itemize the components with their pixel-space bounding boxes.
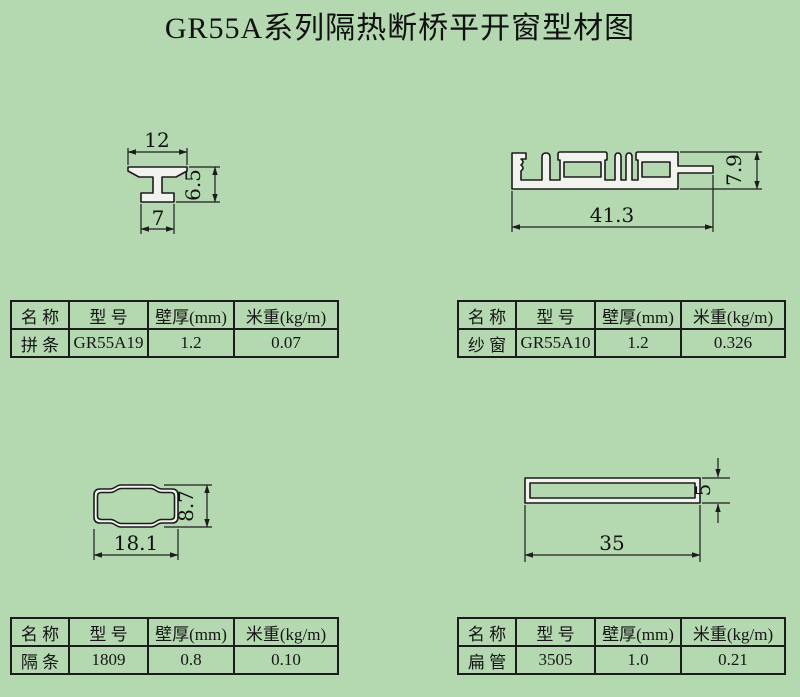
col-header-model: 型 号 <box>68 300 149 330</box>
dim-width-pintiao: 12 <box>127 128 188 165</box>
cell-model: GR55A19 <box>68 328 149 358</box>
cell-wall: 0.8 <box>147 645 235 675</box>
cell-name: 扁 管 <box>457 645 517 675</box>
spec-table-shachuang: 名 称 型 号 壁厚(mm) 米重(kg/m) 纱 窗 GR55A10 1.2 … <box>457 300 786 358</box>
profile-outline-getiao <box>93 484 179 528</box>
page-title: GR55A系列隔热断桥平开窗型材图 <box>164 12 636 45</box>
cell-weight: 0.10 <box>233 645 339 675</box>
dim-height-bianguan: 5 <box>691 458 730 523</box>
dim-label-bottom: 7 <box>152 206 165 230</box>
dim-label-width: 41.3 <box>590 203 635 227</box>
header-row: 名 称 型 号 壁厚(mm) 米重(kg/m) <box>457 300 786 330</box>
profile-outline-pintiao <box>127 166 188 203</box>
dim-label-width: 35 <box>599 531 624 555</box>
cell-weight: 0.326 <box>680 328 786 358</box>
col-header-name: 名 称 <box>457 300 517 330</box>
col-header-model: 型 号 <box>515 300 596 330</box>
dim-width-bianguan: 35 <box>524 505 701 562</box>
col-header-name: 名 称 <box>10 300 70 330</box>
cell-weight: 0.21 <box>680 645 786 675</box>
data-row: 隔 条 1809 0.8 0.10 <box>10 645 339 675</box>
col-header-weight: 米重(kg/m) <box>233 300 339 330</box>
col-header-weight: 米重(kg/m) <box>680 617 786 647</box>
col-header-wall: 壁厚(mm) <box>594 617 682 647</box>
dim-height-getiao: 8.7 <box>164 484 212 528</box>
dim-label-width: 18.1 <box>114 531 159 555</box>
cell-name: 拼 条 <box>10 328 70 358</box>
dim-label-height: 6.5 <box>181 169 205 201</box>
spec-table-pintiao: 名 称 型 号 壁厚(mm) 米重(kg/m) 拼 条 GR55A19 1.2 … <box>10 300 339 358</box>
dim-height-pintiao: 6.5 <box>176 166 220 203</box>
drawing-getiao: 18.1 8.7 <box>93 484 212 560</box>
profile-outline-shachuang <box>511 151 714 190</box>
spec-table-getiao: 名 称 型 号 壁厚(mm) 米重(kg/m) 隔 条 1809 0.8 0.1… <box>10 617 339 675</box>
col-header-weight: 米重(kg/m) <box>680 300 786 330</box>
col-header-name: 名 称 <box>457 617 517 647</box>
header-row: 名 称 型 号 壁厚(mm) 米重(kg/m) <box>10 300 339 330</box>
col-header-wall: 壁厚(mm) <box>147 300 235 330</box>
dim-width-shachuang: 41.3 <box>511 175 714 232</box>
dim-height-shachuang: 7.9 <box>680 151 762 190</box>
dim-label-height: 5 <box>691 484 715 497</box>
header-row: 名 称 型 号 壁厚(mm) 米重(kg/m) <box>457 617 786 647</box>
header-row: 名 称 型 号 壁厚(mm) 米重(kg/m) <box>10 617 339 647</box>
cell-wall: 1.0 <box>594 645 682 675</box>
drawing-pintiao: 12 6.5 7 <box>127 128 220 234</box>
col-header-model: 型 号 <box>515 617 596 647</box>
cell-weight: 0.07 <box>233 328 339 358</box>
data-row: 纱 窗 GR55A10 1.2 0.326 <box>457 328 786 358</box>
spec-table-bianguan: 名 称 型 号 壁厚(mm) 米重(kg/m) 扁 管 3505 1.0 0.2… <box>457 617 786 675</box>
cell-name: 纱 窗 <box>457 328 517 358</box>
col-header-model: 型 号 <box>68 617 149 647</box>
profile-outline-bianguan <box>524 477 701 504</box>
dim-label-height: 8.7 <box>174 490 198 522</box>
cell-wall: 1.2 <box>147 328 235 358</box>
drawing-bianguan: 35 5 <box>524 458 730 562</box>
cell-name: 隔 条 <box>10 645 70 675</box>
data-row: 拼 条 GR55A19 1.2 0.07 <box>10 328 339 358</box>
cell-model: 3505 <box>515 645 596 675</box>
col-header-weight: 米重(kg/m) <box>233 617 339 647</box>
dim-label-width: 12 <box>144 128 169 152</box>
cell-wall: 1.2 <box>594 328 682 358</box>
data-row: 扁 管 3505 1.0 0.21 <box>457 645 786 675</box>
dim-label-height: 7.9 <box>722 154 746 186</box>
cell-model: 1809 <box>68 645 149 675</box>
dim-bottom-pintiao: 7 <box>140 204 175 234</box>
drawing-shachuang: 41.3 7.9 <box>511 151 762 232</box>
col-header-name: 名 称 <box>10 617 70 647</box>
col-header-wall: 壁厚(mm) <box>147 617 235 647</box>
cell-model: GR55A10 <box>515 328 596 358</box>
col-header-wall: 壁厚(mm) <box>594 300 682 330</box>
dim-width-getiao: 18.1 <box>93 529 179 560</box>
